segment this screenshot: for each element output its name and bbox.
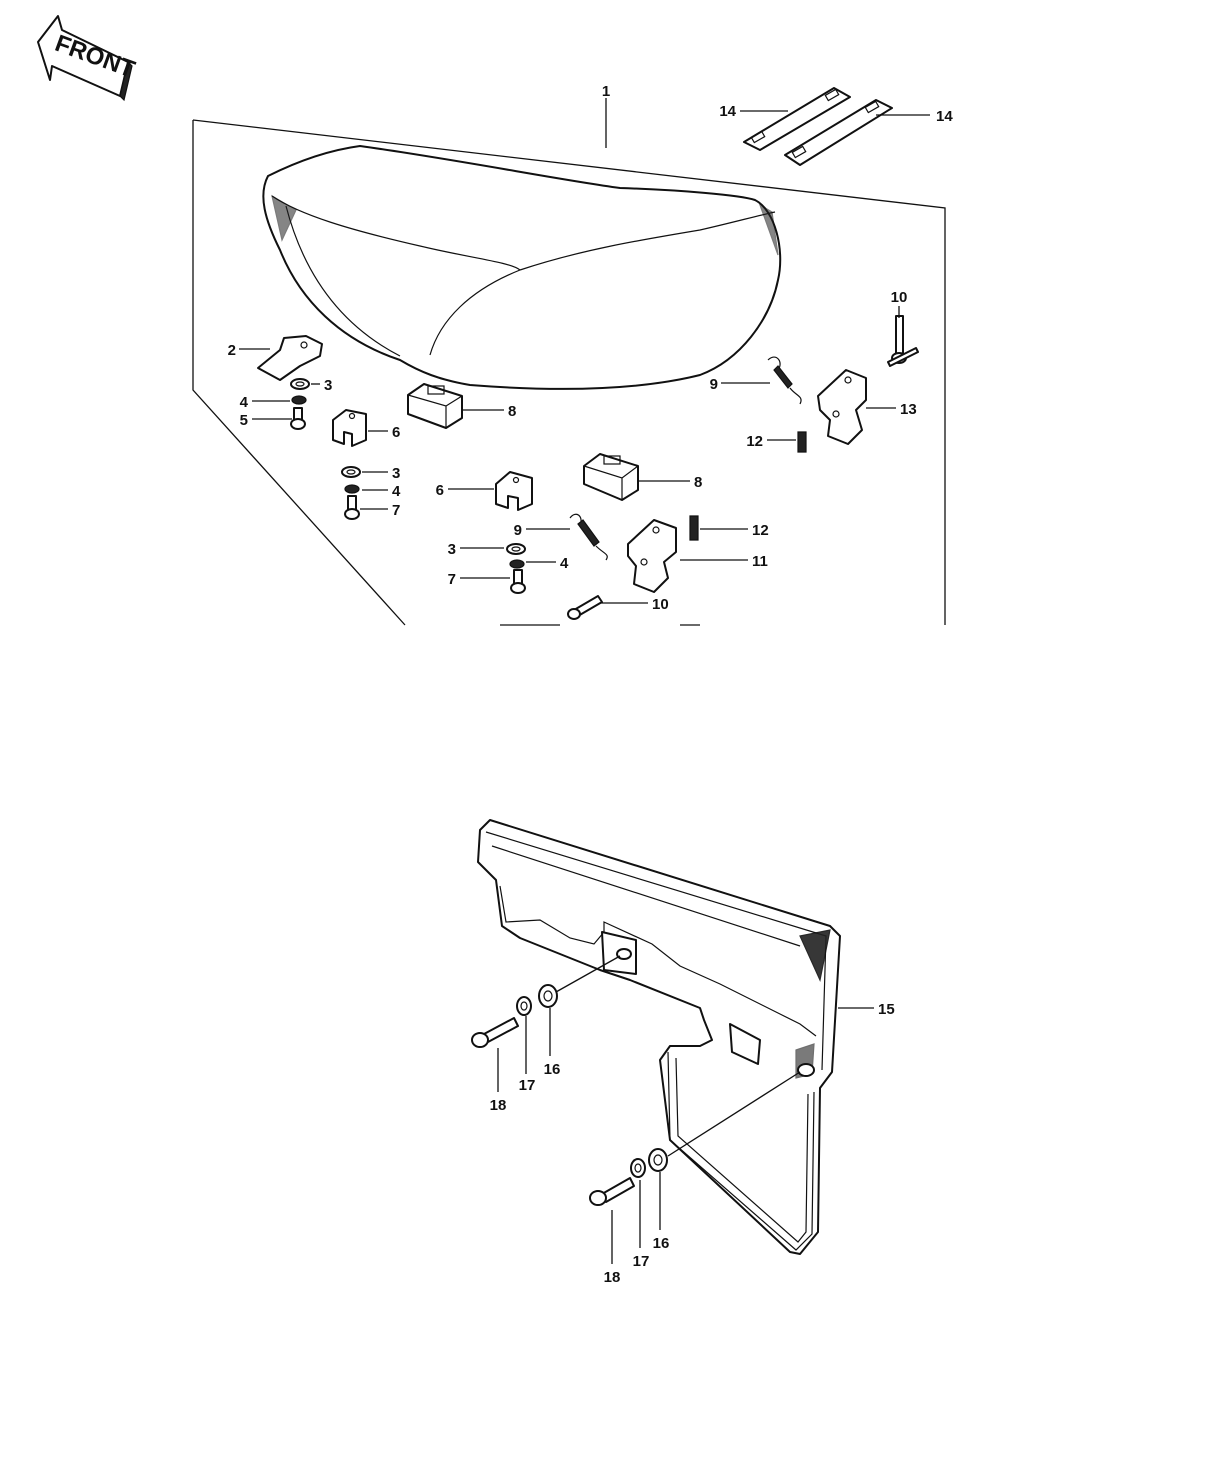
part-label-9b: 9 [514,522,522,539]
part-label-7a: 7 [392,502,400,519]
part-label-8b: 8 [694,474,702,491]
strap-left [743,87,851,151]
part-label-6b: 6 [436,482,444,499]
part-label-15: 15 [878,1001,895,1018]
seat [262,145,782,390]
part-label-16a: 16 [544,1061,561,1078]
hinge-8a [407,383,463,429]
bracket-2 [257,335,323,381]
part-label-4c: 4 [560,555,569,572]
nut-4c [509,559,525,569]
side-cover [477,819,841,1255]
part-label-14a: 14 [719,103,736,120]
part-label-12a: 12 [746,433,763,450]
bracket-6b [495,471,533,511]
part-label-6a: 6 [392,424,400,441]
latch-plate-11 [627,519,677,593]
part-label-18b: 18 [604,1269,621,1286]
seat-group-frame [192,119,946,626]
part-label-17b: 17 [633,1253,650,1270]
washer-16a [538,984,558,1008]
washer-17b [630,1158,646,1178]
part-label-13: 13 [900,401,917,418]
washer-17a [516,996,532,1016]
bolt-18a [471,1017,519,1048]
part-label-1: 1 [602,83,610,100]
part-label-2: 2 [228,342,236,359]
part-label-10b: 10 [652,596,669,613]
part-label-7b: 7 [448,571,456,588]
part-label-9a: 9 [710,376,718,393]
nut-4a [291,395,307,405]
part-label-14b: 14 [936,108,953,125]
bolt-5 [290,407,306,430]
washer-16b [648,1148,668,1172]
part-label-12b: 12 [752,522,769,539]
spring-12a [797,431,807,453]
part-label-3b: 3 [392,465,400,482]
bolt-7b [510,569,526,594]
spring-12b [689,515,699,541]
part-label-5: 5 [240,412,248,429]
washer-3b [341,466,361,478]
part-label-11: 11 [752,553,768,570]
pin-10a [887,315,919,367]
strap-right [784,99,893,166]
front-arrow-icon: FRONT [37,15,139,102]
pin-10b [567,595,603,620]
hinge-8b [583,453,639,501]
washer-3c [506,543,526,555]
washer-3a [290,378,310,390]
part-label-10a: 10 [891,289,908,306]
part-label-18a: 18 [490,1097,507,1114]
part-label-4a: 4 [240,394,249,411]
bolt-18b [589,1177,635,1206]
part-label-3c: 3 [448,541,456,558]
bolt-7a [344,495,360,520]
part-label-17a: 17 [519,1077,536,1094]
part-label-3a: 3 [324,377,332,394]
spring-9b [569,513,608,561]
cover-leaders [497,955,874,1264]
seat-leaders [239,98,930,604]
bracket-6a [332,409,367,447]
part-label-8a: 8 [508,403,516,420]
part-label-4b: 4 [392,483,401,500]
part-labels: 1 14 14 2 3 4 5 6 8 10 9 13 12 3 4 7 6 8… [228,83,954,1286]
spring-9a [767,356,802,405]
nut-4b [344,484,360,494]
latch-plate-13 [817,369,867,445]
part-label-16b: 16 [653,1235,670,1252]
